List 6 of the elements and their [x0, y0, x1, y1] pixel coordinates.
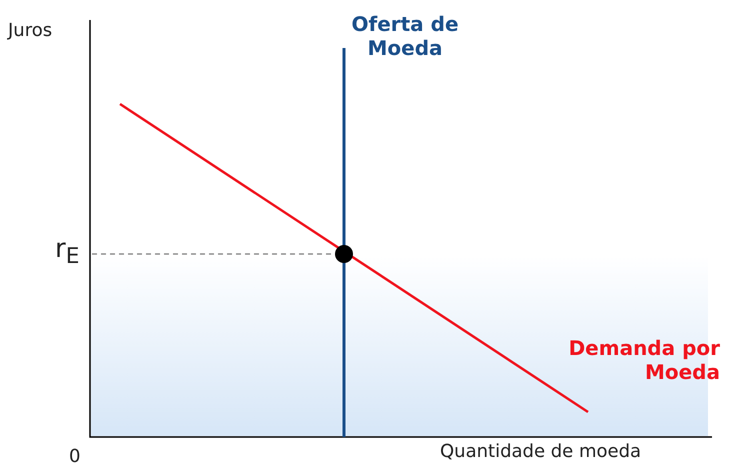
tick-label: r$_{E}$: [55, 234, 80, 270]
tick-label: 0: [69, 446, 80, 468]
axis-title: Quantidade de moeda: [440, 441, 642, 463]
curve-label: Demanda por Moeda: [568, 336, 720, 384]
curve-label: Oferta de Moeda: [350, 12, 460, 60]
axis-title: Juros: [8, 20, 52, 42]
